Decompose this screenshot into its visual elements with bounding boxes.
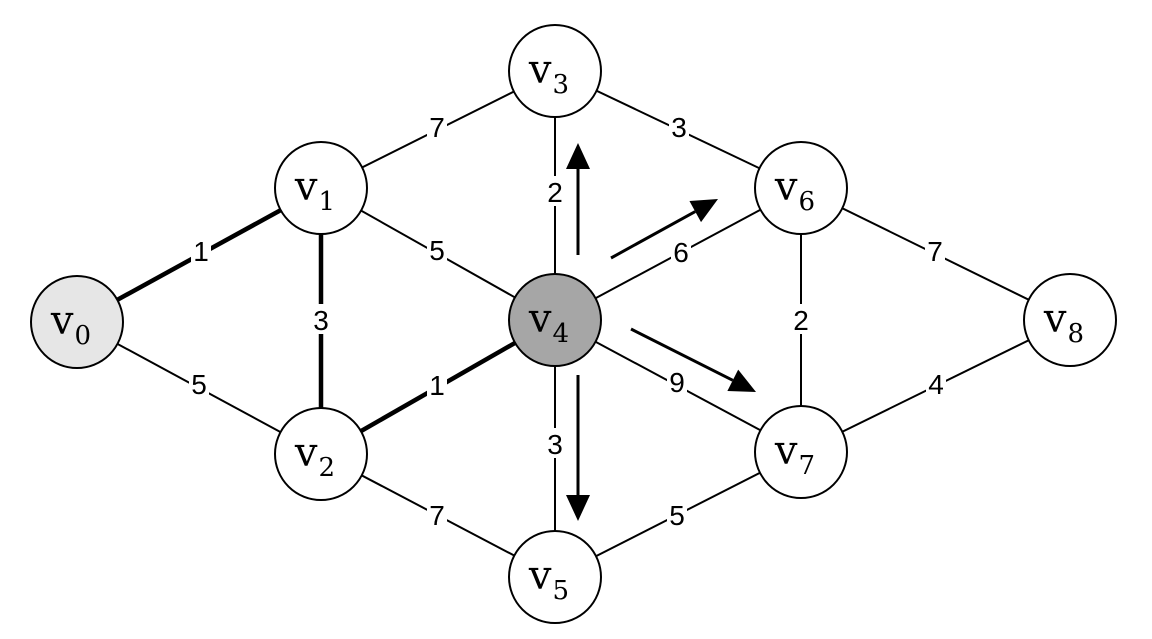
edge-weight-v6-v8: 7 [927, 236, 943, 267]
edge-weight-v5-v7: 5 [669, 500, 685, 531]
edge-weight-bg [667, 366, 687, 396]
node-label: v4 [528, 296, 569, 349]
edge-weight-v3-v6: 3 [671, 112, 687, 143]
edge-weight-v0-v1: 1 [193, 236, 209, 267]
node-v1: v1 [274, 141, 368, 235]
edge-weight-bg [925, 235, 945, 265]
edge-weight-bg [189, 368, 209, 398]
weights-layer: 1 5 3 7 5 1 7 2 3 3 6 9 5 2 7 4 [189, 111, 946, 531]
node-label: v7 [774, 428, 815, 481]
edge-weight-v1-v2: 3 [313, 305, 329, 336]
edge-weight-v4-v7: 9 [669, 367, 685, 398]
edge-weight-v1-v3: 7 [429, 112, 445, 143]
node-label: v3 [528, 47, 569, 100]
arrow-v4-v6 [610, 199, 718, 260]
edge-weight-bg [669, 111, 689, 141]
edge-weight-v4-v5: 3 [547, 429, 563, 460]
edge-weight-v1-v4: 5 [429, 235, 445, 266]
node-circle [508, 273, 602, 367]
nodes-layer: v0 v1 v2 v3 v4 v5 v6 v7 v8 [30, 24, 1117, 624]
edge-weight-v6-v7: 2 [793, 305, 809, 336]
edge-weight-bg [311, 304, 331, 334]
edge-weight-v4-v6: 6 [673, 237, 689, 268]
edge-weight-v0-v2: 5 [191, 369, 207, 400]
edge-weight-bg [427, 234, 447, 264]
edge-weight-bg [545, 428, 565, 458]
node-circle [754, 405, 848, 499]
edge-weight-v2-v5: 7 [429, 500, 445, 531]
node-label: v8 [1043, 296, 1084, 349]
node-circle [508, 530, 602, 624]
node-circle [274, 141, 368, 235]
node-v7: v7 [754, 405, 848, 499]
node-circle [508, 24, 602, 118]
arrow-v4-v3 [566, 143, 590, 255]
edge-weight-bg [427, 369, 447, 399]
node-label: v0 [50, 298, 91, 351]
node-v6: v6 [754, 141, 848, 235]
arrow-v4-v7 [630, 327, 756, 392]
edge-weight-bg [791, 304, 811, 334]
node-label: v6 [774, 164, 815, 217]
node-label: v1 [294, 164, 335, 217]
node-label: v5 [528, 553, 569, 606]
node-v5: v5 [508, 530, 602, 624]
node-v2: v2 [274, 407, 368, 501]
node-v4: v4 [508, 273, 602, 367]
edge-weight-v7-v8: 4 [928, 369, 944, 400]
edge-weight-bg [427, 111, 447, 141]
edge-weight-v2-v4: 1 [429, 370, 445, 401]
node-v3: v3 [508, 24, 602, 118]
arrows-layer [566, 143, 756, 521]
node-circle [1023, 273, 1117, 367]
node-circle [274, 407, 368, 501]
edge-weight-v3-v4: 2 [547, 177, 563, 208]
edge-weight-bg [671, 236, 691, 266]
node-circle [30, 275, 124, 369]
edge-weight-bg [667, 499, 687, 529]
edge-weight-bg [926, 368, 946, 398]
arrow-v4-v5 [566, 375, 590, 521]
node-circle [754, 141, 848, 235]
edge-weight-bg [191, 235, 211, 265]
node-v8: v8 [1023, 273, 1117, 367]
edge-weight-bg [427, 499, 447, 529]
node-v0: v0 [30, 275, 124, 369]
node-label: v2 [294, 430, 335, 483]
edge-weight-bg [545, 176, 565, 206]
